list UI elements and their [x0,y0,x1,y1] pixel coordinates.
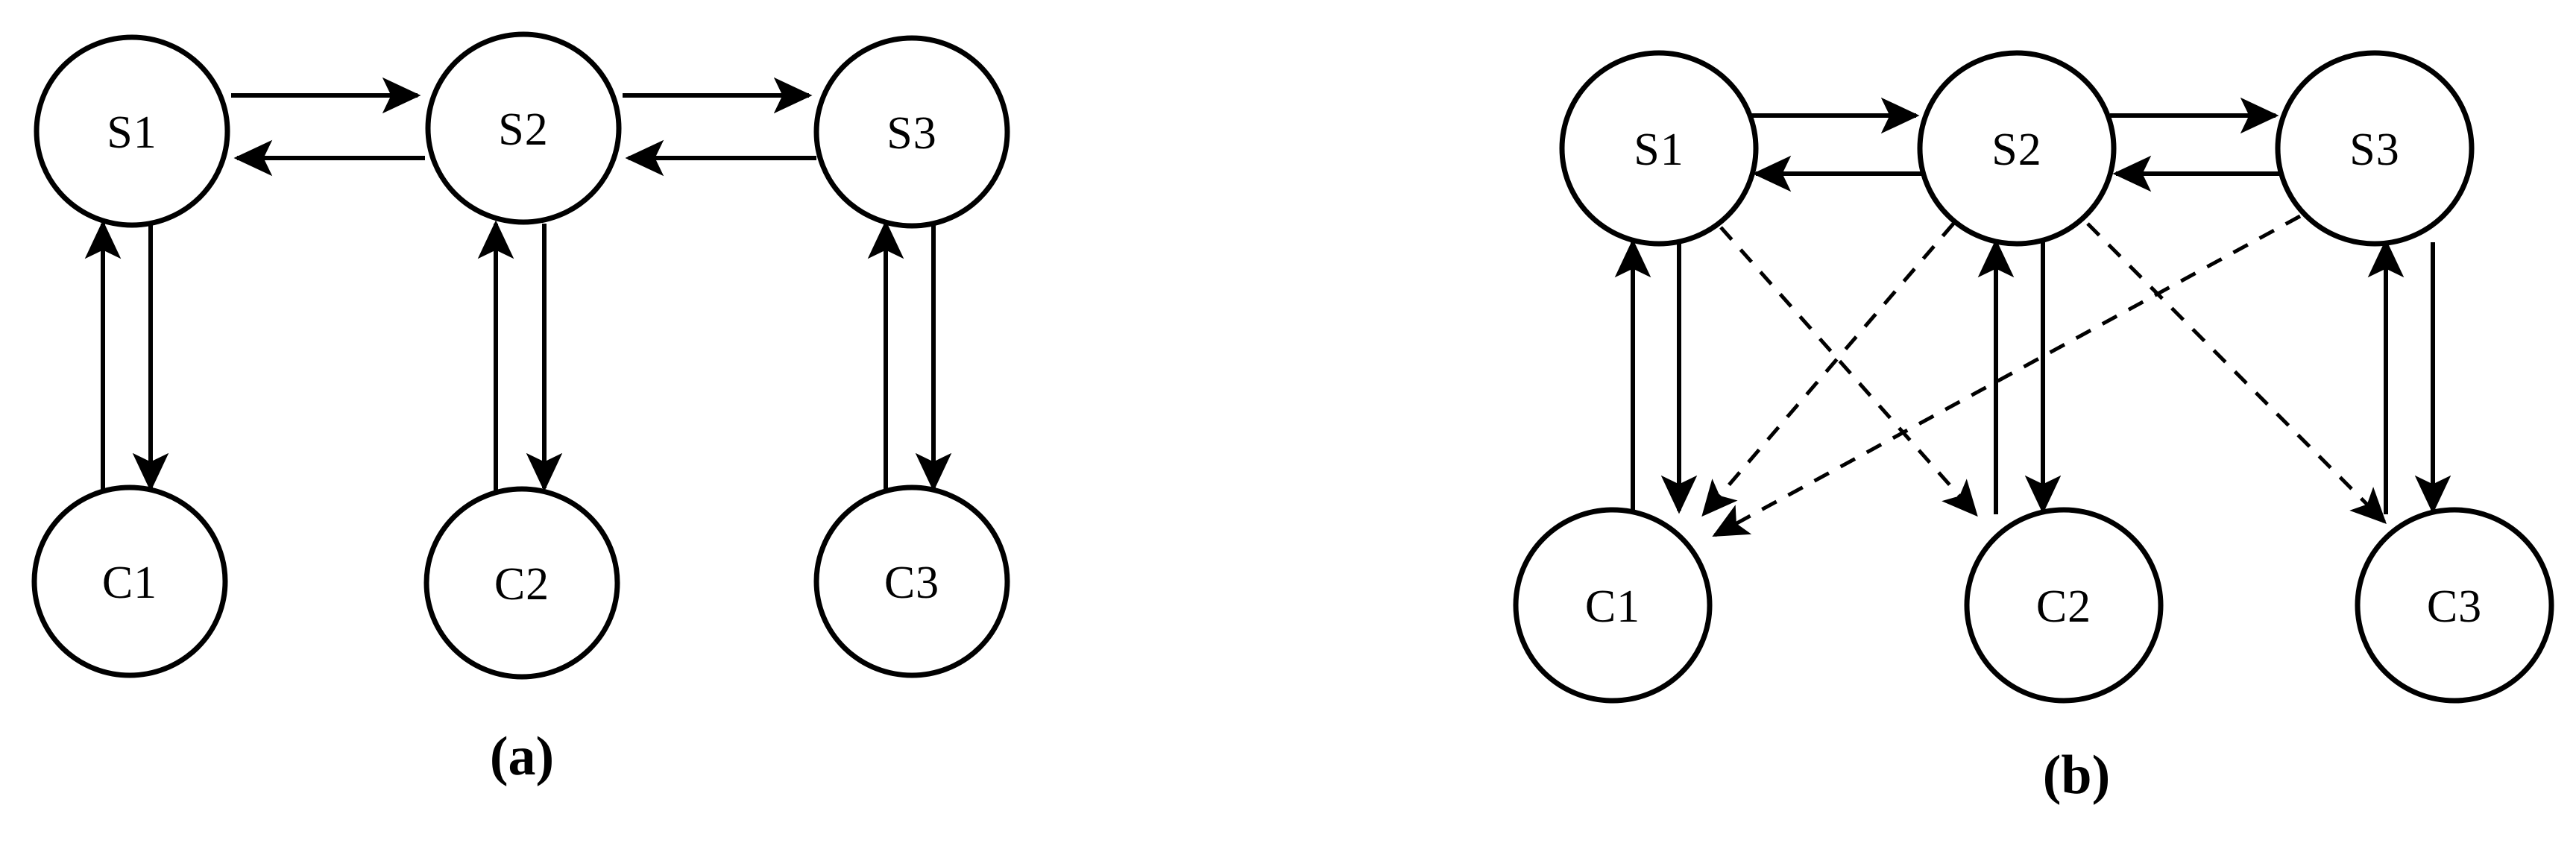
node-label: S1 [1634,124,1684,175]
node-label: S3 [2349,124,2399,175]
node-outline [2275,50,2475,247]
node-label: C2 [2036,581,2091,632]
node-outline [425,31,622,225]
node-outline [1964,507,2164,704]
node-outline [31,484,228,678]
node-b-c3[interactable]: C3 [2355,507,2554,704]
node-outline [813,484,1010,678]
node-outline [34,34,230,228]
panel-a: S1 S2 S3 C1 C2 C3 (a) [31,31,1010,787]
node-a-c3[interactable]: C3 [813,484,1010,678]
node-outline [1513,507,1713,704]
edge-s3-to-c1-dashed [1712,214,2302,537]
node-a-c2[interactable]: C2 [423,486,620,680]
edge-s2-to-c3-dashed [2086,222,2387,524]
node-b-c2[interactable]: C2 [1964,507,2164,704]
node-label: C3 [884,558,939,608]
node-label: C2 [494,559,549,610]
node-b-s2[interactable]: S2 [1917,50,2117,247]
node-label: S2 [1991,124,2041,175]
node-outline [1917,50,2117,247]
node-label: S3 [887,108,936,159]
node-b-c1[interactable]: C1 [1513,507,1713,704]
panel-b-dashed-edges [1701,214,2387,537]
edge-s2-to-c1-dashed [1701,222,1955,517]
node-label: C1 [102,558,157,608]
node-b-s1[interactable]: S1 [1559,50,1759,247]
panel-b-solid-edges [1614,97,2451,514]
panel-b: S1 S2 S3 C1 C2 C3 (b) [1513,50,2554,806]
panel-a-edges [84,77,952,492]
node-outline [423,486,620,680]
node-outline [1559,50,1759,247]
node-b-s3[interactable]: S3 [2275,50,2475,247]
node-a-s1[interactable]: S1 [34,34,230,228]
panel-a-caption: (a) [490,726,554,787]
node-a-s3[interactable]: S3 [813,35,1010,229]
edge-s1-to-c2-dashed [1719,226,1978,517]
node-a-s2[interactable]: S2 [425,31,622,225]
node-label: S1 [107,107,157,158]
panel-b-caption: (b) [2043,745,2110,806]
node-outline [813,35,1010,229]
node-label: C3 [2427,581,2482,632]
node-label: S2 [498,104,548,155]
node-label: C1 [1585,581,1640,632]
node-outline [2355,507,2554,704]
node-a-c1[interactable]: C1 [31,484,228,678]
